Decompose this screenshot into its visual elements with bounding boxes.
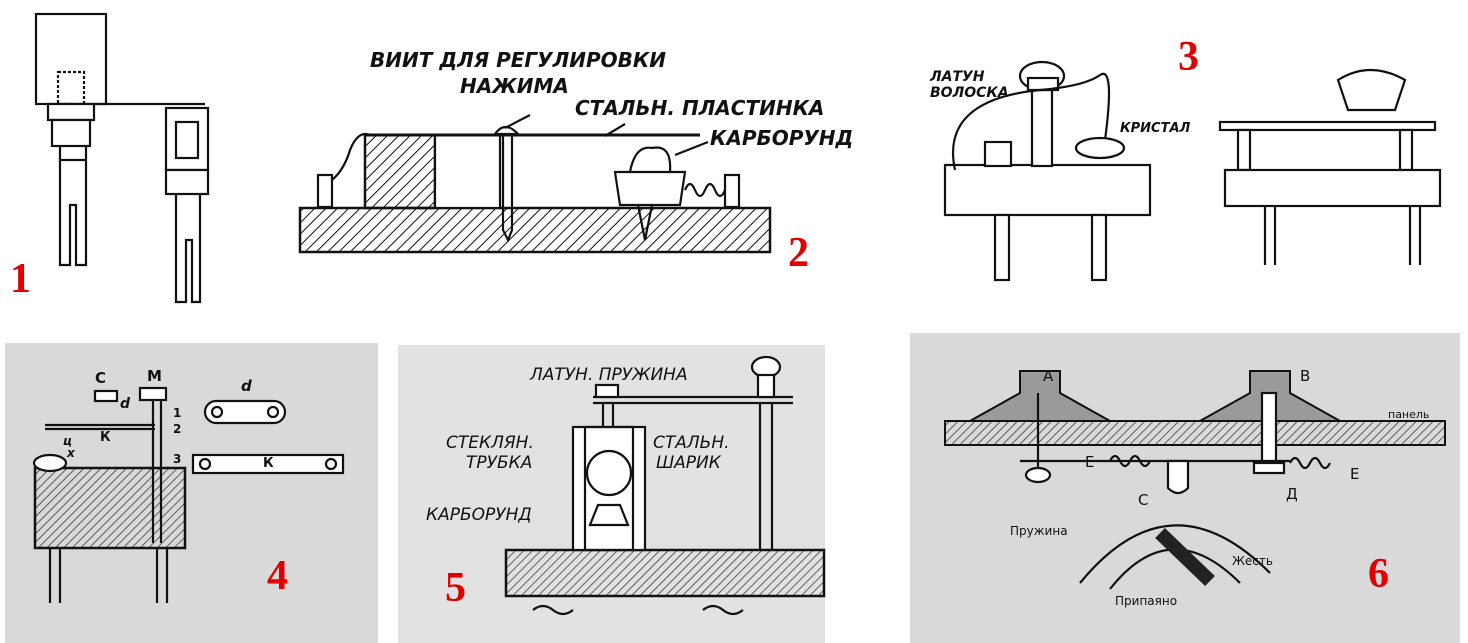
label-1: 1 <box>173 406 182 420</box>
label-c: С <box>95 369 107 387</box>
figure-number: 3 <box>1178 34 1199 80</box>
label-3: 3 <box>173 452 182 466</box>
label-x: х <box>67 446 75 460</box>
figure-number: 2 <box>788 230 809 276</box>
label-spring: Пружина <box>1010 524 1068 538</box>
label-ball: ШАРИК <box>656 453 721 473</box>
label-soldered: Припаяно <box>1115 594 1178 608</box>
label-d-link: d <box>241 377 252 395</box>
label-tin: Жесть <box>1232 554 1273 568</box>
label-carborundum: КАРБОРУНД <box>426 505 532 525</box>
detector-drawing-4 <box>32 386 345 603</box>
label-ts: ц <box>63 434 72 448</box>
detector-drawing-6 <box>944 370 1446 590</box>
label-e-left: Е <box>1085 453 1095 471</box>
detector-drawing-5 <box>504 355 826 616</box>
figure-number: 4 <box>267 553 288 599</box>
figure-1: 1 <box>0 0 240 315</box>
label-c: С <box>1138 491 1149 509</box>
label-steel-plate: СТАЛЬН. ПЛАСТИНКА <box>575 96 825 120</box>
label-k-strip: К <box>263 456 274 471</box>
label-crystal: КРИСТАЛ <box>1120 121 1191 136</box>
figure-number: 1 <box>10 256 31 302</box>
figure-6: А В панель Е Е Д С Пружина Жесть Припаян… <box>910 333 1460 643</box>
figure-3: ЛАТУН ВОЛОСКА КРИСТАЛ 3 <box>920 30 1460 290</box>
detector-drawing-2 <box>298 114 772 254</box>
figure-number: 5 <box>445 565 466 611</box>
label-glass: СТЕКЛЯН. <box>446 433 534 453</box>
label-brass-spring: ЛАТУН. ПРУЖИНА <box>530 365 688 385</box>
label-m: М <box>147 367 162 385</box>
detector-drawing-1 <box>34 12 210 304</box>
label-k: К <box>100 430 111 445</box>
label-d: d <box>120 396 131 412</box>
detector-drawing-3 <box>943 60 1442 282</box>
label-b: В <box>1300 367 1311 385</box>
label-brass: ЛАТУН <box>930 69 985 85</box>
label-screw: ВИИТ ДЛЯ РЕГУЛИРОВКИ <box>370 48 666 72</box>
label-carborundum: КАРБОРУНД <box>710 126 854 150</box>
label-pressure: НАЖИМА <box>460 74 569 98</box>
label-tube: ТРУБКА <box>466 453 533 473</box>
label-2: 2 <box>173 422 182 436</box>
figure-5: ЛАТУН. ПРУЖИНА СТЕКЛЯН. ТРУБКА СТАЛЬН. Ш… <box>398 345 826 643</box>
label-steel: СТАЛЬН. <box>653 433 730 453</box>
figure-2: ВИИТ ДЛЯ РЕГУЛИРОВКИ НАЖИМА СТАЛЬН. ПЛАС… <box>290 40 870 280</box>
figure-4: С М d К 1 2 3 ц х d К 4 <box>5 343 378 643</box>
label-wire: ВОЛОСКА <box>930 85 1009 101</box>
figure-number: 6 <box>1368 551 1389 597</box>
label-d: Д <box>1286 485 1298 503</box>
label-panel: панель <box>1388 408 1430 421</box>
label-a: А <box>1043 367 1054 385</box>
label-e-right: Е <box>1350 465 1360 483</box>
